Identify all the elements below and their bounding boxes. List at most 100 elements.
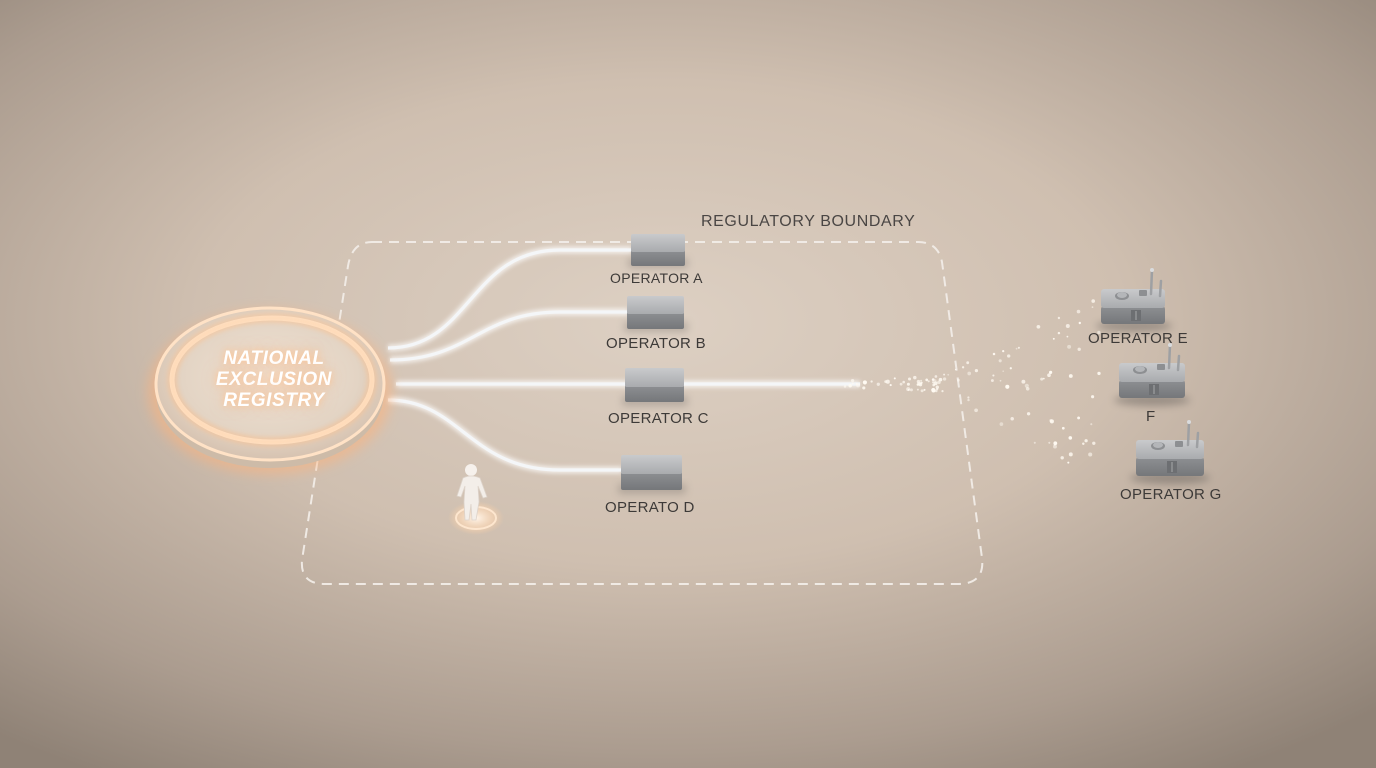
particle [1067, 461, 1070, 464]
particle [1017, 346, 1020, 349]
particle [920, 379, 923, 382]
particle [925, 378, 929, 382]
particle [856, 383, 861, 388]
particle [1088, 452, 1093, 457]
particle [1025, 387, 1030, 391]
particle [843, 385, 847, 388]
particle [848, 384, 852, 388]
particle [1048, 441, 1051, 444]
particle [954, 368, 957, 371]
particle [1097, 330, 1101, 335]
particle [932, 381, 935, 384]
person-figure [448, 464, 504, 535]
particle [916, 388, 919, 391]
connector-operator-d [387, 398, 622, 472]
particle [1005, 384, 1010, 389]
particle [933, 379, 937, 382]
particle [1021, 379, 1026, 384]
connector-operator-b [389, 310, 628, 362]
particle [850, 378, 855, 383]
operator-d-device[interactable] [618, 455, 686, 494]
particle [927, 380, 930, 383]
particle [990, 379, 994, 383]
particle [916, 379, 921, 384]
particle [885, 379, 890, 384]
particle [1097, 371, 1101, 376]
operator-c-device[interactable] [622, 368, 688, 406]
operator-f-label: F [1146, 408, 1156, 425]
particle [1007, 354, 1011, 358]
particle [1057, 331, 1061, 335]
particle [1060, 456, 1064, 460]
particle [966, 361, 970, 365]
operator-e-label: OPERATOR E [1088, 330, 1188, 347]
particle [1091, 395, 1095, 399]
particle [1091, 299, 1095, 303]
particle [938, 377, 943, 382]
particle [913, 375, 917, 380]
particle [876, 382, 880, 386]
dissolving-particles [843, 299, 1101, 464]
particle [1077, 347, 1081, 351]
particle [1015, 347, 1018, 350]
particle [967, 396, 970, 399]
particle [934, 389, 938, 393]
particle [943, 373, 946, 376]
particle [906, 382, 910, 386]
operator-b-device[interactable] [624, 296, 688, 332]
operator-d-label: OPERATO D [605, 499, 695, 516]
operator-b-label: OPERATOR B [606, 335, 706, 352]
particle [1040, 377, 1044, 381]
regulatory-boundary [300, 241, 984, 585]
operator-g-label: OPERATOR G [1120, 486, 1222, 503]
particle [1047, 373, 1051, 378]
particle [1049, 419, 1053, 423]
particle [1010, 416, 1014, 421]
particle [974, 368, 979, 373]
particle [899, 382, 903, 386]
particle [1042, 377, 1045, 380]
particle [1061, 426, 1065, 430]
particle [937, 380, 941, 384]
particle [999, 422, 1004, 426]
particle [1068, 374, 1073, 378]
particle [934, 375, 938, 378]
particle [942, 377, 947, 381]
particle [931, 387, 936, 393]
particle [1068, 452, 1073, 457]
particle [1091, 306, 1094, 308]
particle [1033, 441, 1036, 444]
particle [1009, 367, 1012, 370]
particle [920, 381, 923, 384]
regulatory-boundary-label: REGULATORY BOUNDARY [701, 213, 916, 230]
particle [1036, 324, 1041, 329]
particle [961, 366, 965, 369]
particle [1068, 436, 1073, 440]
particle [1002, 370, 1005, 373]
particle [1084, 439, 1088, 443]
particle [884, 380, 887, 383]
particle [1066, 335, 1069, 338]
particle [1067, 344, 1072, 349]
particle [906, 387, 911, 392]
particle [1090, 423, 1093, 426]
operator-f-device[interactable] [1114, 343, 1190, 406]
particle [1092, 441, 1096, 445]
particle [1053, 441, 1058, 446]
particle [851, 382, 854, 385]
particle [920, 389, 924, 393]
particle [974, 408, 978, 413]
operator-g-device[interactable] [1130, 420, 1210, 484]
particle [1082, 442, 1085, 445]
particle [967, 398, 970, 402]
particle [967, 371, 972, 376]
particle [893, 377, 896, 380]
particle [1057, 316, 1061, 320]
operator-e-device[interactable] [1096, 268, 1172, 332]
operator-a-device[interactable] [628, 234, 688, 268]
particle [1078, 321, 1082, 325]
particle [1052, 337, 1055, 340]
particle [1053, 444, 1057, 449]
particle [870, 380, 873, 383]
operator-a-label: OPERATOR A [610, 270, 703, 286]
